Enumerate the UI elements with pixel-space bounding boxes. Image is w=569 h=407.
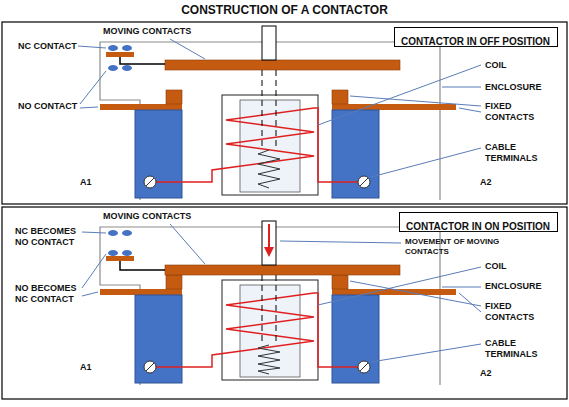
leader-line: [170, 224, 205, 264]
shaft-line: [276, 70, 277, 150]
leader-line: [170, 39, 205, 59]
leader-line: [442, 87, 481, 88]
part-label: NC BECOMES NO CONTACT: [15, 226, 79, 248]
leader-line: [318, 267, 481, 305]
part-label: NC CONTACT: [18, 41, 77, 52]
movement-arrowhead: [264, 247, 274, 257]
state-label: CONTACTOR IN OFF POSITION: [401, 36, 550, 48]
contactor-body: [100, 227, 456, 385]
diagram-title: CONSTRUCTION OF A CONTACTOR: [0, 3, 569, 17]
contactor-body: [100, 42, 456, 200]
part-label: MOVEMENT OF MOVING CONTACTS: [405, 237, 515, 257]
leader-line: [80, 71, 106, 104]
leader-line: [82, 254, 106, 288]
part-label: FIXED CONTACTS: [485, 101, 547, 123]
part-label: CABLE TERMINALS: [485, 338, 547, 360]
movement-arrow: [268, 224, 270, 248]
shaft-line: [262, 275, 263, 345]
return-spring: [258, 150, 280, 188]
part-label: ENCLOSURE: [485, 281, 542, 292]
part-label: NO CONTACT: [18, 101, 77, 112]
shaft-head: [262, 221, 276, 265]
part-label: FIXED CONTACTS: [485, 301, 547, 323]
leader-line: [280, 241, 401, 243]
part-label: MOVING CONTACTS: [103, 211, 191, 222]
part-label: A1: [80, 362, 92, 373]
part-label: MOVING CONTACTS: [103, 26, 191, 37]
leader-line: [82, 232, 106, 233]
state-label: CONTACTOR IN ON POSITION: [406, 221, 550, 233]
aux-moving-contact: [106, 52, 134, 57]
leader-line: [371, 344, 481, 362]
panel-frame: [2, 22, 567, 204]
shaft-line: [262, 70, 263, 150]
off-state-parts: [106, 26, 400, 188]
leader-line: [318, 65, 481, 125]
return-spring: [258, 345, 280, 374]
part-label: COIL: [485, 60, 507, 71]
shaft-line: [276, 275, 277, 345]
part-label: CABLE TERMINALS: [485, 142, 547, 164]
on-state-parts: [106, 221, 400, 374]
moving-contact-bar: [165, 60, 400, 70]
leader-line: [350, 281, 481, 306]
state-box: CONTACTOR IN ON POSITION: [399, 212, 558, 232]
aux-link: [120, 261, 165, 270]
part-label: A1: [80, 177, 92, 188]
shaft-head: [262, 26, 276, 60]
leader-line: [442, 287, 481, 288]
leader-line: [459, 108, 481, 112]
leader-line: [350, 96, 481, 106]
part-label: COIL: [485, 261, 507, 272]
panel-frame: [2, 207, 567, 399]
aux-moving-contact: [106, 256, 134, 261]
part-label: A2: [480, 368, 492, 379]
leader-lines: [78, 39, 481, 362]
moving-contact-bar: [165, 265, 400, 275]
leader-line: [78, 46, 106, 48]
leader-line: [80, 107, 98, 108]
leader-line: [371, 148, 481, 177]
part-label: ENCLOSURE: [485, 82, 542, 93]
aux-link: [120, 57, 165, 64]
state-box: CONTACTOR IN OFF POSITION: [394, 27, 558, 47]
leader-line: [82, 292, 98, 296]
leader-line: [459, 293, 481, 312]
part-label: A2: [480, 177, 492, 188]
part-label: NO BECOMES NC CONTACT: [15, 283, 79, 305]
